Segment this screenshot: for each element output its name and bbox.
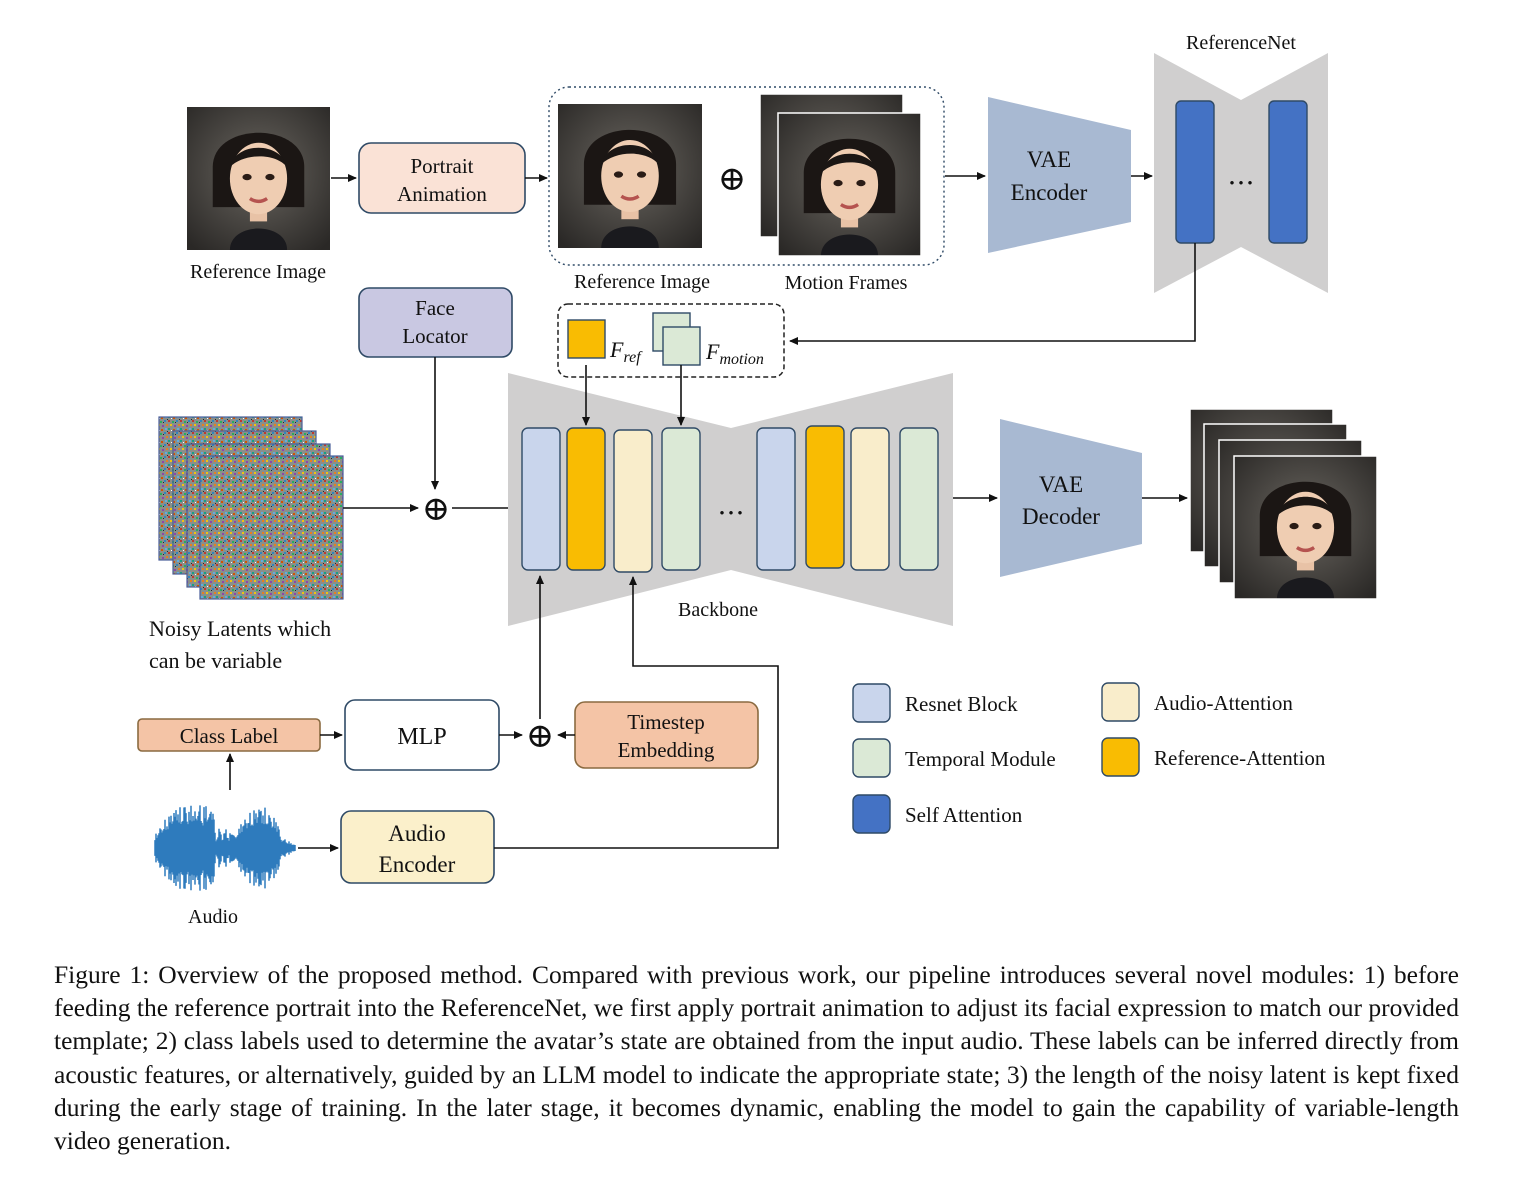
svg-text:Fref: Fref [609,337,643,366]
legend-label: Audio-Attention [1154,691,1293,715]
svg-text:VAE: VAE [1039,472,1083,497]
legend-swatch [852,738,891,778]
legend-item: Resnet Block [852,683,1018,723]
vae-encoder: VAE Encoder [988,97,1131,253]
svg-text:VAE: VAE [1027,147,1071,172]
waveform-path [154,805,296,891]
reference-image-label: Reference Image [190,261,326,283]
legend-label: Temporal Module [905,747,1056,771]
reference-image-animated [556,102,704,250]
audio-waveform [154,805,296,891]
backbone-label: Backbone [678,599,758,621]
self-attention-block [1175,100,1215,244]
legend-swatch [1101,682,1140,722]
reference-attention-block [566,427,606,571]
svg-text:Portrait: Portrait [411,154,474,178]
plus-icon: ⊕ [718,161,747,198]
reference-image-input [185,105,332,252]
audio-attention-block [850,427,890,571]
svg-text:Embedding: Embedding [618,738,715,762]
svg-text:Encoder: Encoder [1011,180,1088,205]
motion-frames-label: Motion Frames [785,272,908,294]
noisy-latents-label: Noisy Latents which [149,616,331,641]
resnet-block [756,427,796,571]
reference-net: ReferenceNet • • • [1154,32,1328,293]
svg-text:Class Label: Class Label [180,724,279,748]
audio-label: Audio [188,906,238,928]
audio-attention-block [613,429,653,573]
self-attention-block [1268,100,1308,244]
audio-encoder-box: Audio Encoder [340,810,495,884]
legend-label: Reference-Attention [1154,746,1326,770]
f-motion-square [662,326,701,366]
plus-icon: ⊕ [526,718,555,755]
ellipsis: • • • [719,506,742,522]
reference-net-label: ReferenceNet [1186,32,1296,54]
portrait-animation-box: Portrait Animation [358,142,526,214]
vae-decoder: VAE Decoder [1000,419,1142,577]
legend-item: Temporal Module [852,738,1056,778]
ellipsis: • • • [1229,176,1252,192]
class-label-box: Class Label [137,718,321,752]
svg-text:Decoder: Decoder [1022,504,1100,529]
reference-features-box: Fref Fmotion [557,303,785,378]
backbone: • • • Backbone [508,373,953,626]
noisy-latents-stack [158,416,344,600]
svg-text:Locator: Locator [402,324,467,348]
temporal-module-block [661,427,701,571]
resnet-block [521,427,561,571]
figure-caption: Figure 1: Overview of the proposed metho… [54,960,1459,1156]
svg-text:Timestep: Timestep [627,710,704,734]
temporal-module-block [899,427,939,571]
legend-swatch [1101,737,1140,777]
svg-text:Face: Face [415,296,455,320]
legend-item: Reference-Attention [1101,737,1326,777]
face-locator-box: Face Locator [358,287,513,358]
method-overview-diagram: Reference Image Portrait Animation ⊕ Ref… [137,32,1379,928]
legend-swatch [852,683,891,723]
legend-item: Audio-Attention [1101,682,1293,722]
legend-swatch [852,794,891,834]
reference-attention-block [805,425,845,569]
output-frames-stack [1188,407,1379,601]
legend-label: Resnet Block [905,692,1018,716]
timestep-embedding-box: Timestep Embedding [574,701,759,769]
f-ref-square [567,319,606,359]
legend-label: Self Attention [905,803,1023,827]
svg-text:Fmotion: Fmotion [705,339,764,368]
svg-text:MLP: MLP [397,724,446,750]
legend-item: Self Attention [852,794,1023,834]
motion-frames-stack [758,92,923,258]
svg-text:Encoder: Encoder [379,852,456,877]
reference-motion-group [548,86,945,266]
svg-text:Animation: Animation [397,182,487,206]
reference-image-label-2: Reference Image [574,271,710,293]
plus-icon: ⊕ [422,491,451,528]
mlp-box: MLP [344,699,500,771]
svg-text:Audio: Audio [388,821,446,846]
svg-text:can be variable: can be variable [149,648,282,673]
